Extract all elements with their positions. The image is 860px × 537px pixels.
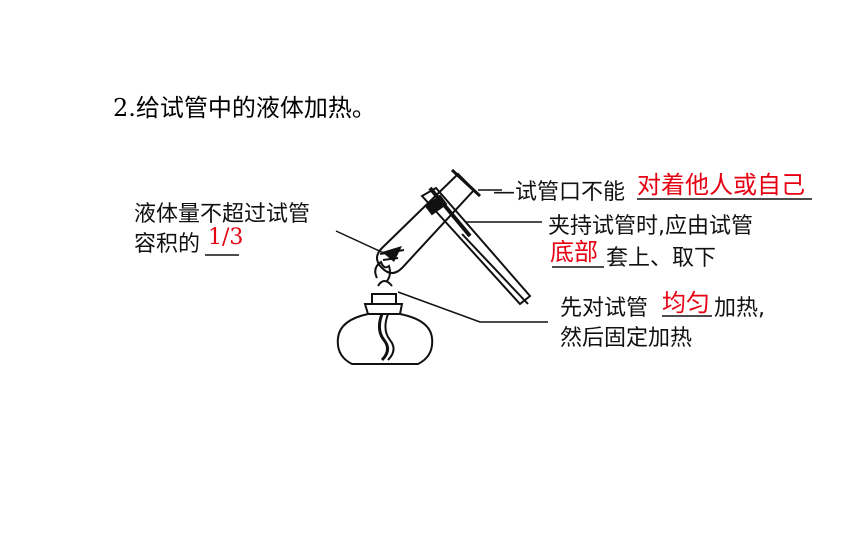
heating-label-suffix: 加热,	[714, 296, 765, 321]
volume-answer: 1/3	[208, 225, 244, 250]
test-tube-holder-icon	[420, 186, 532, 306]
liquid-volume-label: 液体量不超过试管	[134, 202, 311, 227]
heating-answer: 均匀	[662, 289, 710, 317]
alcohol-lamp-icon	[336, 260, 434, 365]
tube-mouth-label: —试管口不能	[493, 180, 626, 205]
tube-mouth-answer: 对着他人或自己	[637, 171, 805, 199]
volume-label-line2: 容积的	[134, 232, 201, 257]
clamp-label: 夹持试管时,应由试管	[548, 214, 753, 239]
clamp-label-line2: 套上、取下	[606, 246, 717, 271]
clamp-answer: 底部	[550, 238, 598, 266]
test-tube-icon	[376, 168, 482, 274]
heating-label: 先对试管	[560, 296, 649, 321]
heating-label-line2: 然后固定加热	[560, 326, 693, 351]
page-title: 2.给试管中的液体加热。	[113, 94, 376, 122]
